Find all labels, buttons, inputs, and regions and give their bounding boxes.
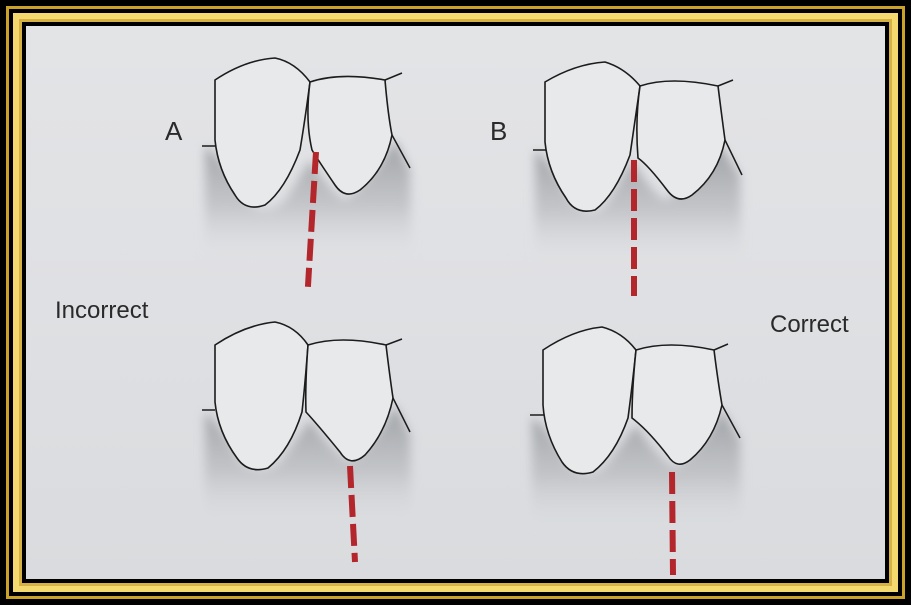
tooth-pair-b-bottom	[530, 327, 742, 575]
label-b: B	[490, 116, 507, 147]
tooth-pair-b-top	[533, 62, 742, 296]
tooth-pair-a-bottom	[202, 322, 412, 562]
label-a: A	[165, 116, 182, 147]
tooth-pair-a-top	[202, 58, 412, 287]
label-incorrect: Incorrect	[55, 297, 148, 325]
label-correct: Correct	[770, 311, 849, 339]
